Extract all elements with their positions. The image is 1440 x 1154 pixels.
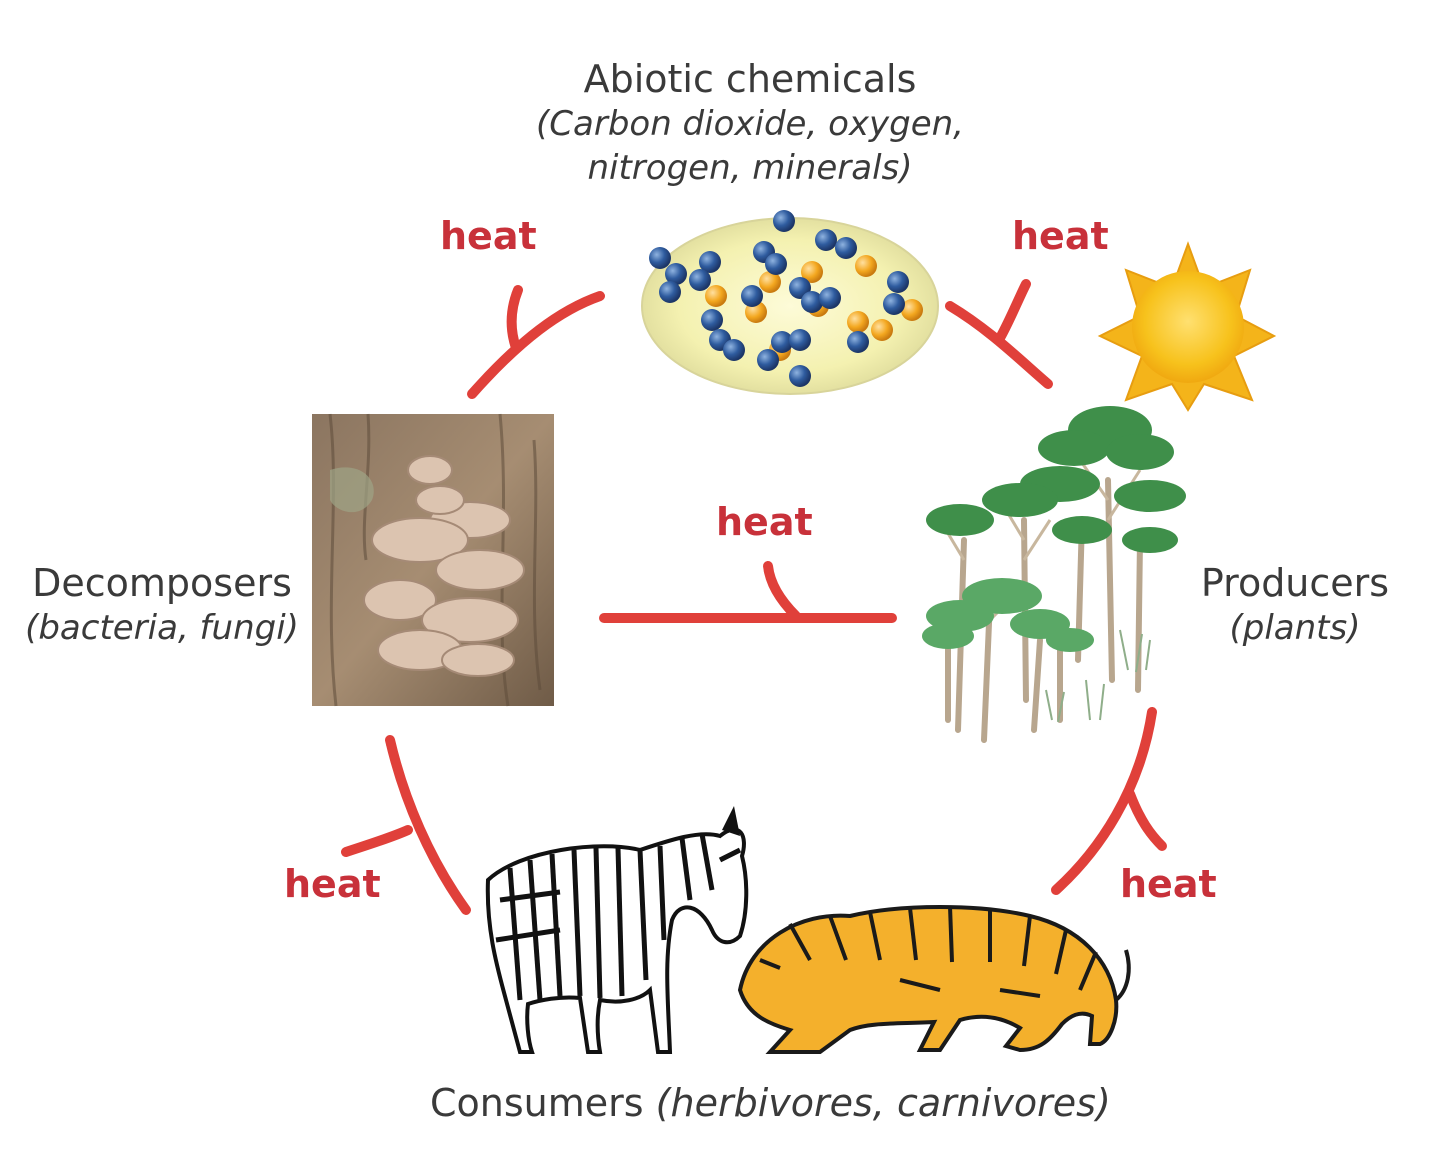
abiotic-sub-line2: nitrogen, minerals) (587, 148, 913, 188)
abiotic-sub-line1: (Carbon dioxide, oxygen, (536, 104, 964, 144)
decomposers-title: Decomposers (32, 561, 292, 605)
abiotic-label: Abiotic chemicals (Carbon dioxide, oxyge… (500, 56, 1000, 190)
arrow-consumers-to-decomposers (385, 735, 471, 915)
mushroom-photo (312, 413, 554, 707)
sun-icon (1097, 241, 1277, 412)
consumers-title: Consumers (430, 1081, 644, 1125)
arrow-producers-to-consumers (1051, 707, 1157, 895)
decomposers-sub: (bacteria, fungi) (25, 608, 299, 648)
arrow-abiotic-to-producers (945, 301, 1053, 389)
flow-arrows (341, 279, 1167, 915)
abiotic-title: Abiotic chemicals (583, 57, 917, 101)
zebra-icon (485, 806, 749, 1054)
trees-icon (922, 406, 1186, 743)
producers-sub: (plants) (1229, 608, 1361, 648)
heat-label-top-left: heat (440, 214, 537, 258)
arrow-decomposers-to-abiotic (467, 291, 605, 399)
heat-branch-producers-consumers (1125, 789, 1167, 851)
producers-title: Producers (1200, 561, 1390, 605)
consumers-sub: (herbivores, carnivores) (655, 1081, 1111, 1125)
heat-branch-consumers-decomposers (341, 825, 413, 857)
heat-branch-decomposers-abiotic (506, 285, 523, 353)
consumers-label: Consumers (herbivores, carnivores) (430, 1080, 1111, 1126)
heat-branch-producers-decomposers (763, 561, 801, 621)
heat-label-top-right: heat (1012, 214, 1109, 258)
heat-branch-abiotic-producers (995, 279, 1031, 343)
tiger-icon (737, 905, 1131, 1054)
decomposers-label: Decomposers (bacteria, fungi) (20, 560, 304, 650)
producers-label: Producers (plants) (1190, 560, 1400, 650)
heat-label-bottom-right: heat (1120, 862, 1217, 906)
heat-label-bottom-left: heat (284, 862, 381, 906)
molecules-icon (641, 210, 939, 395)
heat-label-center: heat (716, 500, 813, 544)
